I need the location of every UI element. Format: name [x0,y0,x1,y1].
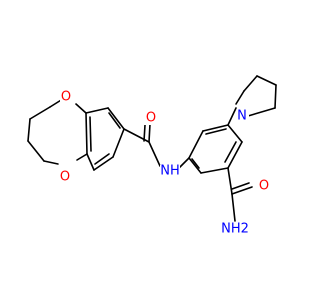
pyrrolidine-nitrogen: N [237,109,247,124]
amide-nh2: NH2 [221,222,249,237]
amide-nh: NH [160,164,180,179]
bond-lines [27,75,277,222]
ring-oxygen-bottom: O [60,170,70,185]
amide-oxygen-right: O [259,179,269,194]
molecule-structure: O O O NH N O NH2 [27,75,277,237]
atom-labels: O O O NH N O NH2 [60,90,269,237]
atom-label-backgrounds [59,91,270,236]
amide-oxygen-left: O [146,111,156,126]
ring-oxygen-top: O [61,90,71,105]
